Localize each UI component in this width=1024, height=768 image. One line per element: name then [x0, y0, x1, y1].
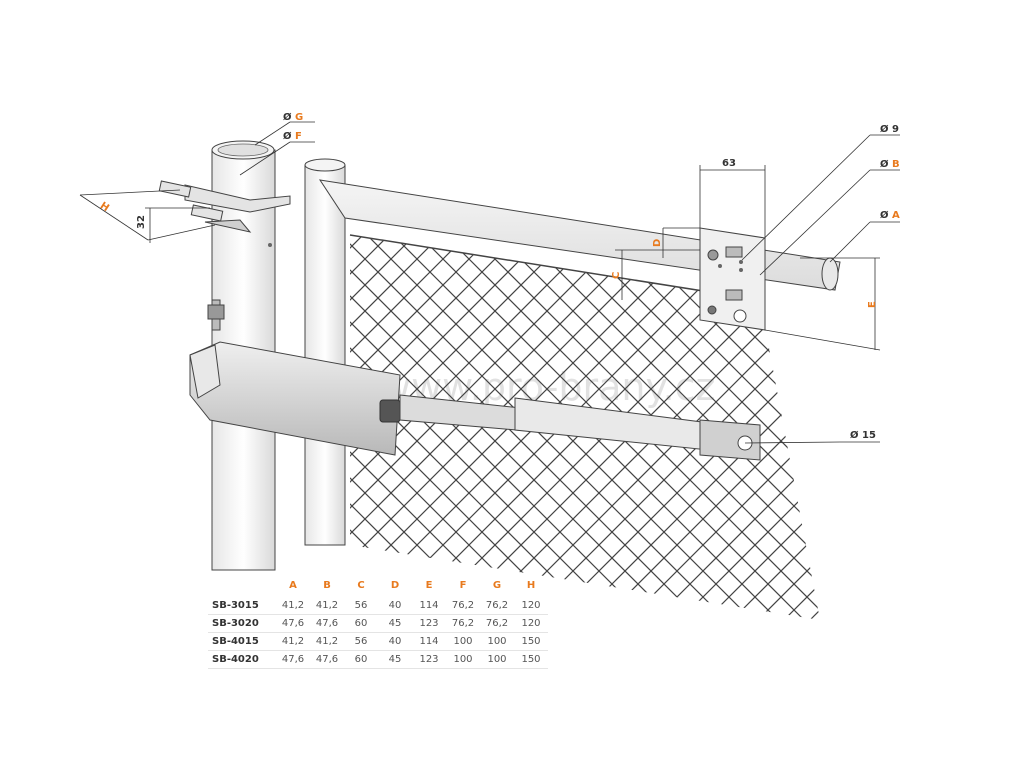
- table-cell: 100: [446, 650, 480, 669]
- dimension-table: A B C D E F G H SB-3015 41,2 41,2 56 40 …: [208, 580, 548, 669]
- table-cell: 100: [480, 632, 514, 651]
- table-cell: 76,2: [480, 614, 514, 633]
- dim-b-leader: [759, 169, 871, 276]
- dim-15-leader: [744, 441, 841, 444]
- table-cell: 120: [514, 614, 548, 633]
- table-cell: 47,6: [310, 614, 344, 633]
- dim-h-line: [79, 194, 149, 241]
- label-dia-b: B: [892, 159, 900, 170]
- col-header: D: [390, 580, 400, 591]
- label-32: 32: [136, 215, 147, 229]
- model-name: SB-4015: [208, 632, 276, 651]
- table-row: SB-3020 47,6 47,6 60 45 123 76,2 76,2 12…: [208, 614, 548, 633]
- model-name: SB-4020: [208, 650, 276, 669]
- table-cell: 41,2: [310, 632, 344, 651]
- table-cell: 123: [412, 650, 446, 669]
- table-cell: 76,2: [480, 597, 514, 615]
- table-header-row: A B C D E F G H: [208, 580, 548, 597]
- table-cell: 47,6: [276, 650, 310, 669]
- col-header: G: [492, 580, 502, 591]
- table-cell: 150: [514, 650, 548, 669]
- table-row: SB-4015 41,2 41,2 56 40 114 100 100 150: [208, 632, 548, 651]
- col-header: C: [357, 580, 365, 591]
- label-dia-g: G: [295, 112, 303, 123]
- dim-f-leader: [239, 141, 291, 176]
- gate-mount-plate: [699, 227, 766, 331]
- label-63: 63: [722, 158, 736, 169]
- table-cell: 150: [514, 632, 548, 651]
- col-header: A: [289, 580, 297, 591]
- table-cell: 41,2: [276, 597, 310, 615]
- col-header: B: [323, 580, 331, 591]
- model-name: SB-3020: [208, 614, 276, 633]
- label-dia-a-symbol: Ø: [880, 209, 889, 221]
- label-d: D: [652, 239, 663, 247]
- table-row: SB-3015 41,2 41,2 56 40 114 76,2 76,2 12…: [208, 597, 548, 615]
- label-dia-f: F: [295, 131, 302, 142]
- col-header: H: [526, 580, 536, 591]
- table-cell: 76,2: [446, 614, 480, 633]
- col-header: F: [459, 580, 467, 591]
- label-dia-9: 9: [892, 124, 899, 135]
- label-h: H: [98, 200, 111, 214]
- model-name: SB-3015: [208, 597, 276, 615]
- table-cell: 56: [344, 632, 378, 651]
- label-dia-g-symbol: Ø: [283, 111, 292, 123]
- col-header: E: [425, 580, 433, 591]
- table-cell: 41,2: [276, 632, 310, 651]
- table-cell: 114: [412, 597, 446, 615]
- gate-frame-vertical: [304, 158, 346, 546]
- dim-g-leader: [254, 121, 291, 146]
- label-c: C: [611, 272, 622, 279]
- table-cell: 60: [344, 614, 378, 633]
- label-dia-a: A: [892, 210, 900, 221]
- table-cell: 45: [378, 614, 412, 633]
- label-dia-15: 15: [862, 430, 876, 441]
- dim-a-leader: [829, 221, 871, 263]
- table-cell: 41,2: [310, 597, 344, 615]
- table-cell: 47,6: [276, 614, 310, 633]
- label-dia-9-symbol: Ø: [880, 123, 889, 135]
- label-dia-f-symbol: Ø: [283, 130, 292, 142]
- table-cell: 56: [344, 597, 378, 615]
- table-cell: 123: [412, 614, 446, 633]
- table-cell: 100: [446, 632, 480, 651]
- post-mount-bracket: [158, 180, 291, 233]
- actuator-piston-rod: [399, 394, 761, 461]
- dim-9-leader: [741, 134, 871, 261]
- table-cell: 47,6: [310, 650, 344, 669]
- label-dia-b-symbol: Ø: [880, 158, 889, 170]
- table-row: SB-4020 47,6 47,6 60 45 123 100 100 150: [208, 650, 548, 669]
- table-corner: [208, 580, 276, 597]
- table-cell: 114: [412, 632, 446, 651]
- table-cell: 76,2: [446, 597, 480, 615]
- table-cell: 60: [344, 650, 378, 669]
- table-cell: 120: [514, 597, 548, 615]
- actuator-motor: [189, 299, 401, 456]
- table-cell: 40: [378, 632, 412, 651]
- label-dia-15-symbol: Ø: [850, 429, 859, 441]
- label-e: E: [867, 301, 878, 308]
- table-cell: 100: [480, 650, 514, 669]
- table-cell: 45: [378, 650, 412, 669]
- table-cell: 40: [378, 597, 412, 615]
